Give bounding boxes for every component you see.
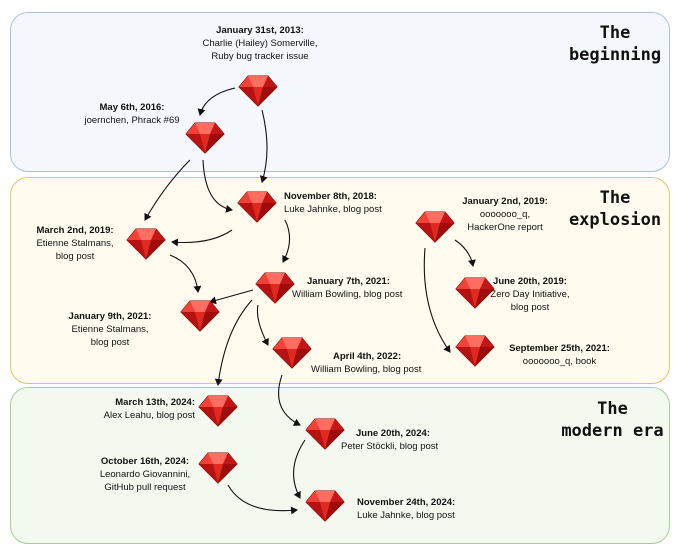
ruby-gem-icon-n6 (255, 272, 295, 304)
edge-n8-to-n9 (454, 239, 476, 267)
era-explosion-panel (10, 177, 670, 384)
era-beginning-panel (10, 12, 670, 172)
node-label-n6: January 7th, 2021:William Bowling, blog … (292, 276, 403, 300)
node-label-n7: April 4th, 2022:William Bowling, blog po… (311, 351, 422, 375)
edge-n4-to-n5 (169, 254, 202, 293)
node-label-n4: March 2nd, 2019:Etienne Stalmans, blog p… (36, 225, 114, 262)
ruby-gem-icon-n2 (185, 122, 225, 154)
node-label-n8: January 2nd, 2019:ooooooo_q, HackerOne r… (462, 196, 548, 233)
ruby-gem-icon-n1 (238, 75, 278, 107)
ruby-gem-icon-n5 (180, 300, 220, 332)
node-label-n10: September 25th, 2021:ooooooo_q, book (509, 343, 610, 367)
ruby-gem-icon-n3 (237, 191, 277, 223)
node-label-n2: May 6th, 2016:joernchen, Phrack #69 (84, 102, 180, 126)
node-label-n1: January 31st, 2013:Charlie (Hailey) Some… (202, 25, 318, 62)
ruby-gem-icon-n12 (305, 418, 345, 450)
edge-n7-to-n12 (278, 374, 301, 426)
ruby-gem-icon-n10 (455, 335, 495, 367)
edge-n2-to-n4 (144, 159, 191, 221)
node-label-n12: June 20th, 2024:Peter Stöckli, blog post (341, 428, 439, 452)
node-label-n5: January 9th, 2021:Etienne Stalmans, blog… (68, 311, 152, 348)
node-label-n3: November 8th, 2018:Luke Jahnke, blog pos… (284, 191, 382, 215)
edge-n2-to-n3 (202, 159, 233, 213)
node-label-n9: June 20th, 2019:Zero Day Initiative, blo… (490, 276, 570, 313)
node-label-n14: November 24th, 2024:Luke Jahnke, blog po… (357, 497, 456, 521)
ruby-gem-icon-n11 (198, 395, 238, 427)
era-title-modern: The modern era (561, 399, 664, 441)
edge-n6-to-n7 (256, 304, 269, 346)
era-modern-panel (10, 387, 670, 544)
edge-n3-to-n6 (282, 219, 291, 263)
ruby-gem-icon-n13 (198, 452, 238, 484)
ruby-gem-icon-n14 (305, 490, 345, 522)
ruby-gem-icon-n7 (272, 337, 312, 369)
edge-n1-to-n2 (197, 87, 236, 116)
era-title-explosion: The explosion (568, 188, 662, 230)
edge-n13-to-n14 (227, 484, 298, 515)
edge-n6-to-n5 (209, 289, 254, 305)
edge-n8-to-n10 (423, 247, 451, 353)
edge-n6-to-n11 (214, 299, 253, 386)
edge-n3-to-n4 (171, 229, 233, 247)
ruby-gem-icon-n4 (126, 228, 166, 260)
edge-n12-to-n14 (293, 439, 306, 499)
node-label-n11: March 13th, 2024:Alex Leahu, blog post (103, 397, 195, 421)
ruby-gem-icon-n8 (415, 211, 455, 243)
node-label-n13: October 16th, 2024:Leonardo Giovannini, … (99, 456, 191, 493)
edge-n1-to-n3 (259, 109, 268, 183)
era-title-beginning: The beginning (568, 23, 662, 65)
